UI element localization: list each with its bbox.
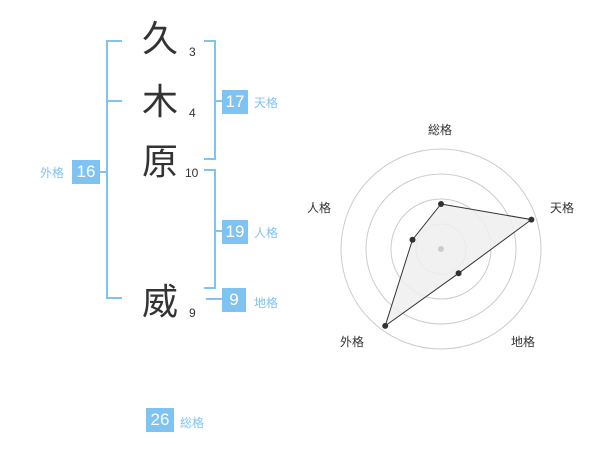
jinkaku-bracket-bottom [204,287,216,289]
soukaku-label: 総格 [180,416,205,430]
jinkaku-bracket-vertical [214,169,216,289]
name-char-1: 久 [141,19,178,60]
radar-label-tenkaku: 天格 [550,201,575,215]
stroke-count-1: 3 [189,45,196,59]
radar-polygon [384,203,533,328]
radar-point-4 [382,322,389,329]
gaikaku-badge: 16 [72,160,100,184]
radar-point-1 [438,201,444,207]
radar-label-soukaku: 総格 [428,123,453,137]
tenkaku-label: 天格 [254,96,279,110]
tenkaku-bracket-bottom [204,158,216,160]
radar-point-5 [409,236,416,243]
gaikaku-bracket-mid [106,100,122,102]
tenkaku-connector [214,100,222,102]
stroke-count-3: 10 [185,166,199,180]
gaikaku-bracket-top [106,40,122,42]
name-char-3: 原 [141,142,178,183]
jinkaku-connector [214,230,222,232]
jinkaku-bracket-top [204,169,216,171]
tenkaku-bracket-top [204,40,216,42]
soukaku-badge: 26 [146,408,174,432]
stroke-count-2: 4 [189,106,196,120]
radar-label-chikaku: 地格 [511,335,536,349]
tenkaku-badge: 17 [222,90,248,114]
gaikaku-bracket-bottom [106,297,122,299]
gaikaku-connector [96,171,106,173]
radar-point-2 [528,216,535,223]
gaikaku-label: 外格 [40,166,65,180]
radar-center-dot [438,246,444,252]
jinkaku-badge: 19 [222,220,248,244]
radar-ring-3 [365,173,517,325]
name-char-2: 木 [141,82,178,123]
radar-ring-4 [340,148,542,350]
name-char-4: 威 [141,282,178,323]
stroke-count-4: 9 [189,306,196,320]
radar-label-gaikaku: 外格 [340,335,365,349]
radar-label-jinkaku: 人格 [307,201,332,215]
gaikaku-bracket-vertical [106,40,108,299]
chikaku-connector [206,298,222,300]
radar-point-3 [455,270,462,277]
chikaku-label: 地格 [254,296,279,310]
chikaku-badge: 9 [222,288,246,312]
jinkaku-label: 人格 [254,226,279,240]
